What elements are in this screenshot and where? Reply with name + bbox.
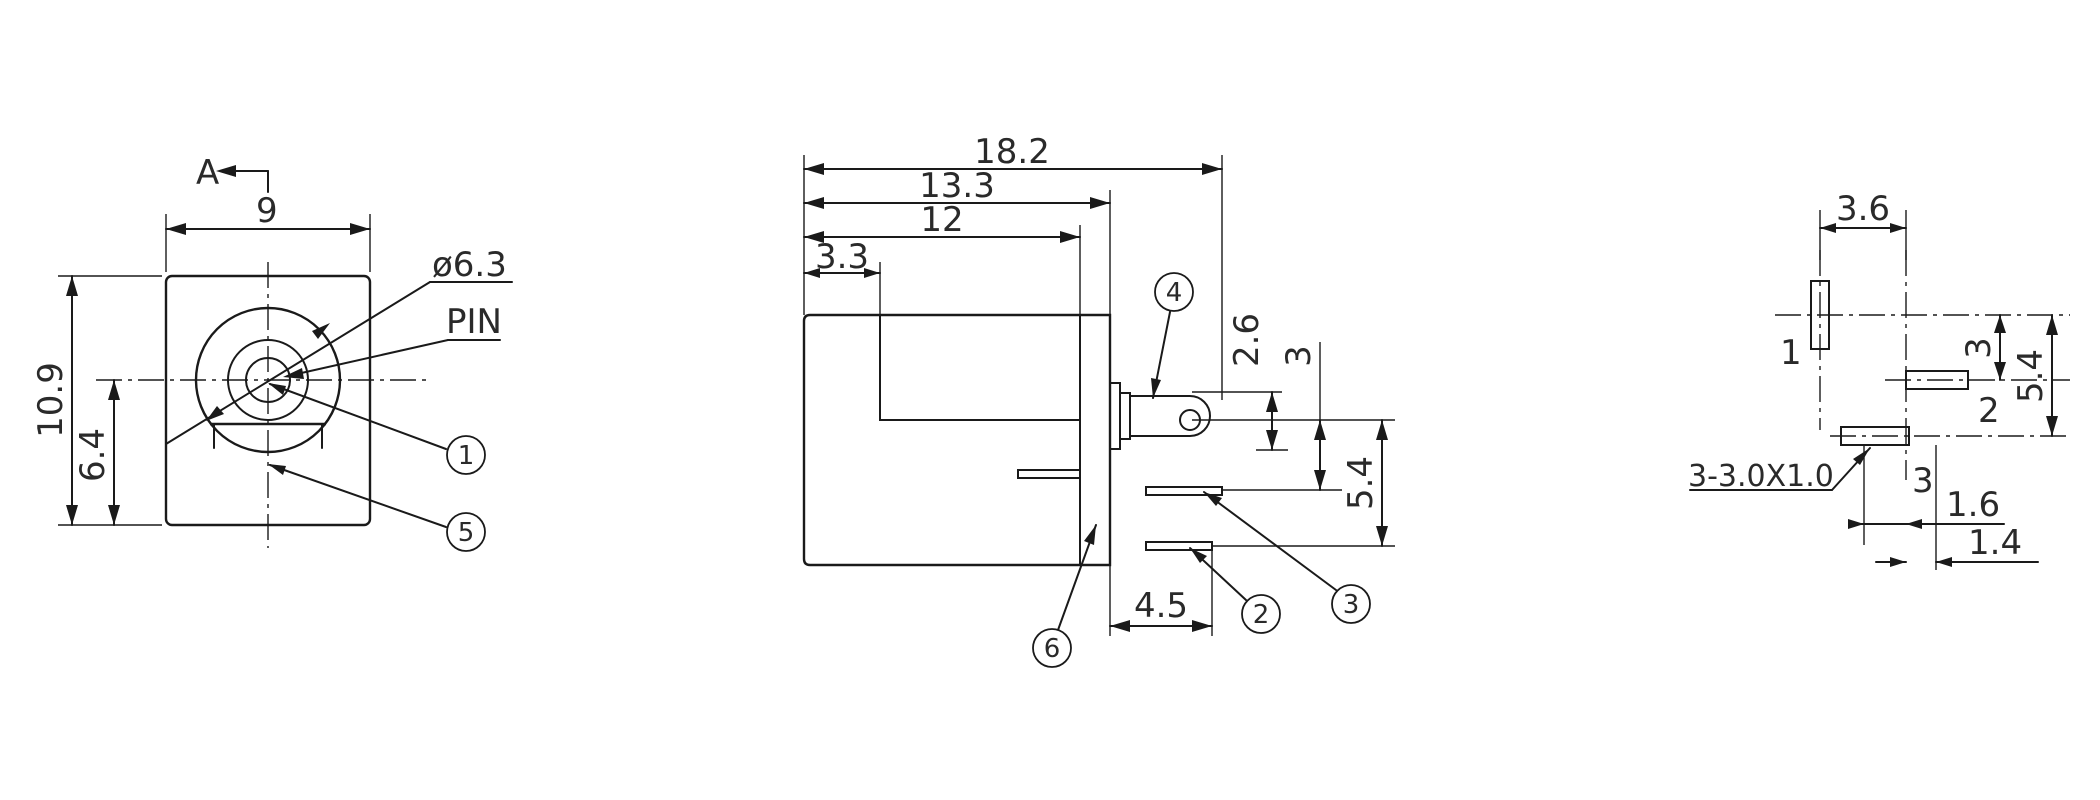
pad-label-3: 3 [1912,461,1934,501]
connector-side-body [802,313,1112,567]
callout-5: 5 [458,518,475,548]
pad-1 [1810,280,1830,350]
dim-12: 12 [920,200,963,240]
dim-1-6: 1.6 [1946,485,2000,525]
dim-13-3: 13.3 [919,166,995,206]
dim-3-6: 3.6 [1836,189,1890,229]
dim-2-6: 2.6 [1227,313,1267,367]
pad-label-2: 2 [1978,391,2000,431]
front-view: A 9 10.9 6.4 [31,153,513,552]
callout-4: 4 [1166,278,1183,308]
dim-overall: 18.2 [974,132,1050,172]
side-view: 18.2 13.3 12 3.3 [802,132,1395,668]
dim-height: 10.9 [31,362,71,438]
dim-3-3: 3.3 [815,237,869,277]
dim-diameter: ø6.3 [432,245,507,285]
slot-note: 3-3.0X1.0 [1688,459,1834,494]
pcb-layout: 3.6 3 5.4 1 2 3 3-3.0X1.0 1.6 1.4 [1688,189,2070,570]
dim-3: 3 [1279,345,1319,367]
dim-4-5: 4.5 [1134,586,1188,626]
pad-label-1: 1 [1780,333,1802,373]
pad-2 [1905,370,1969,390]
dim-5-4: 5.4 [1341,456,1381,510]
callout-1: 1 [458,441,475,471]
dim-3-a: 3 [1959,337,1999,359]
dim-5-4: 5.4 [2011,349,2051,403]
dim-1-4: 1.4 [1968,523,2022,563]
callout-6: 6 [1044,634,1061,664]
callout-3: 3 [1343,590,1360,620]
callout-2: 2 [1253,600,1270,630]
dim-width: 9 [256,191,278,231]
pad-3 [1840,426,1910,446]
dim-center-height: 6.4 [73,428,113,482]
label-pin: PIN [446,302,502,342]
section-marker: A [196,153,219,193]
